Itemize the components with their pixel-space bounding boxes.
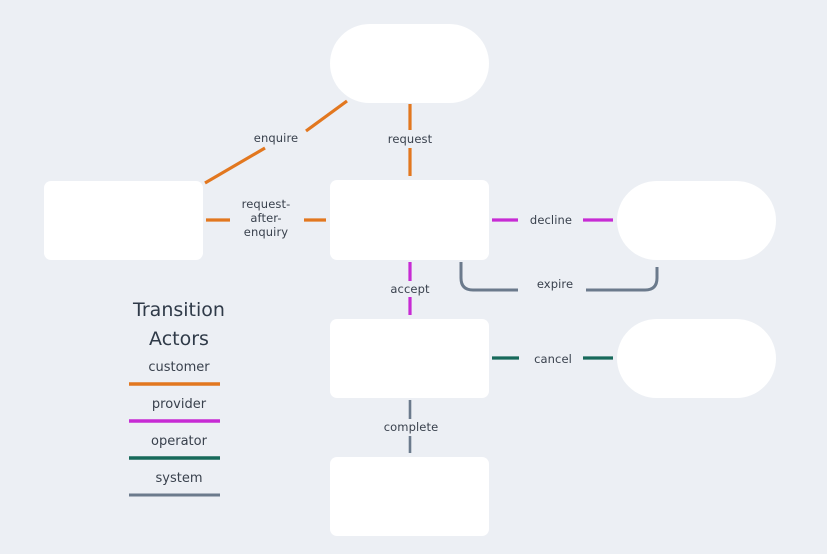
edge-label-accept: accept [390,282,430,296]
edge-label-enquire: enquire [253,131,299,145]
edge-label-request: request [387,132,433,146]
legend-label-customer: customer [148,360,210,375]
edge-label-complete: complete [383,420,439,434]
legend-arrow-provider-icon [125,414,233,428]
state-node-enquiry[interactable] [44,181,203,260]
state-node-cancelled[interactable] [617,319,776,398]
edge-label-request-after-enquiry: request- after- enquiry [241,197,291,239]
state-node-completed[interactable] [330,457,489,536]
edge-label-cancel: cancel [534,352,572,366]
legend-label-provider: provider [151,397,207,412]
legend-title-line-2: Actors [149,328,209,350]
legend-label-system: system [155,471,203,486]
legend-item-provider: provider [125,396,233,428]
legend-arrow-customer-icon [125,377,233,391]
legend: Transition Actors customer provider oper… [125,296,233,502]
legend-arrow-operator-icon [125,451,233,465]
legend-item-customer: customer [125,359,233,391]
state-node-accepted[interactable] [330,319,489,398]
edge-label-expire: expire [536,277,574,291]
state-node-start[interactable] [330,24,489,103]
legend-item-operator: operator [125,433,233,465]
legend-title-line-1: Transition [133,299,225,321]
legend-item-system: system [125,470,233,502]
state-node-requested[interactable] [330,180,489,260]
edge-label-decline: decline [529,213,573,227]
legend-label-operator: operator [151,434,207,449]
legend-arrow-system-icon [125,488,233,502]
state-node-declined[interactable] [617,181,776,260]
